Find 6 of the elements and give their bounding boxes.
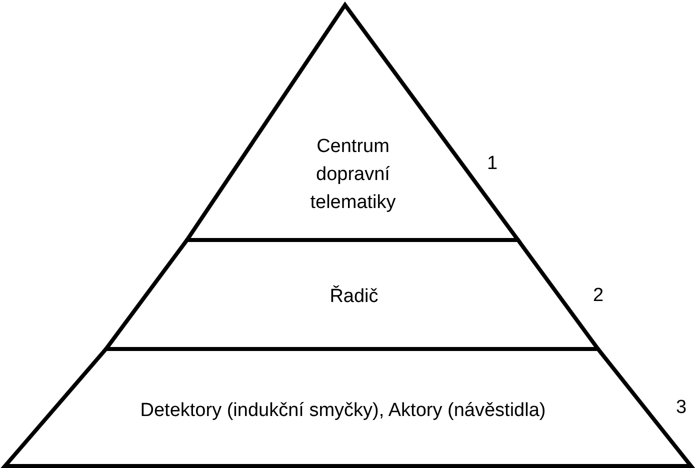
level-number: 3 — [676, 397, 687, 419]
level-number: 2 — [593, 285, 604, 307]
level-label: Centrum dopravní telematiky — [309, 135, 397, 215]
level-label: Detektory (indukční smyčky), Aktory (návěstidla) — [139, 399, 547, 423]
level-number: 1 — [487, 153, 498, 175]
level-label: Řadič — [328, 284, 380, 309]
